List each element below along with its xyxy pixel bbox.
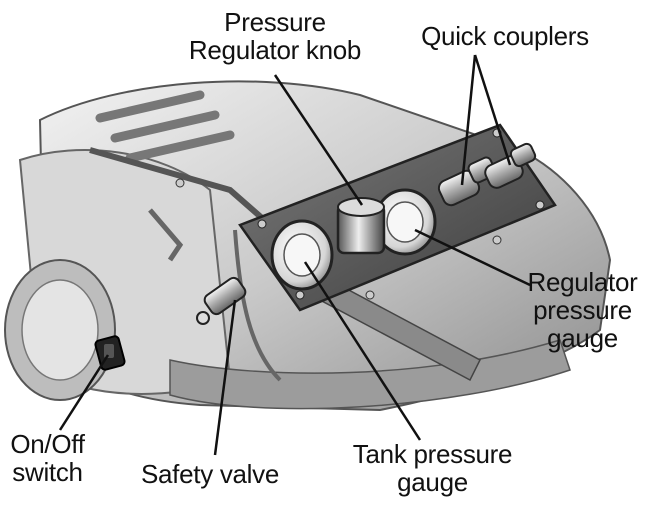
label-regulator-pressure-gauge: Regulator pressure gauge xyxy=(520,268,645,352)
label-safety-valve: Safety valve xyxy=(120,460,300,488)
label-on-off-switch: On/Off switch xyxy=(0,430,95,486)
tank-pressure-gauge xyxy=(272,221,332,289)
pressure-regulator-knob xyxy=(338,198,384,253)
label-quick-couplers: Quick couplers xyxy=(405,22,605,50)
label-tank-pressure-gauge: Tank pressure gauge xyxy=(345,440,520,496)
label-pressure-regulator-knob: Pressure Regulator knob xyxy=(175,8,375,64)
